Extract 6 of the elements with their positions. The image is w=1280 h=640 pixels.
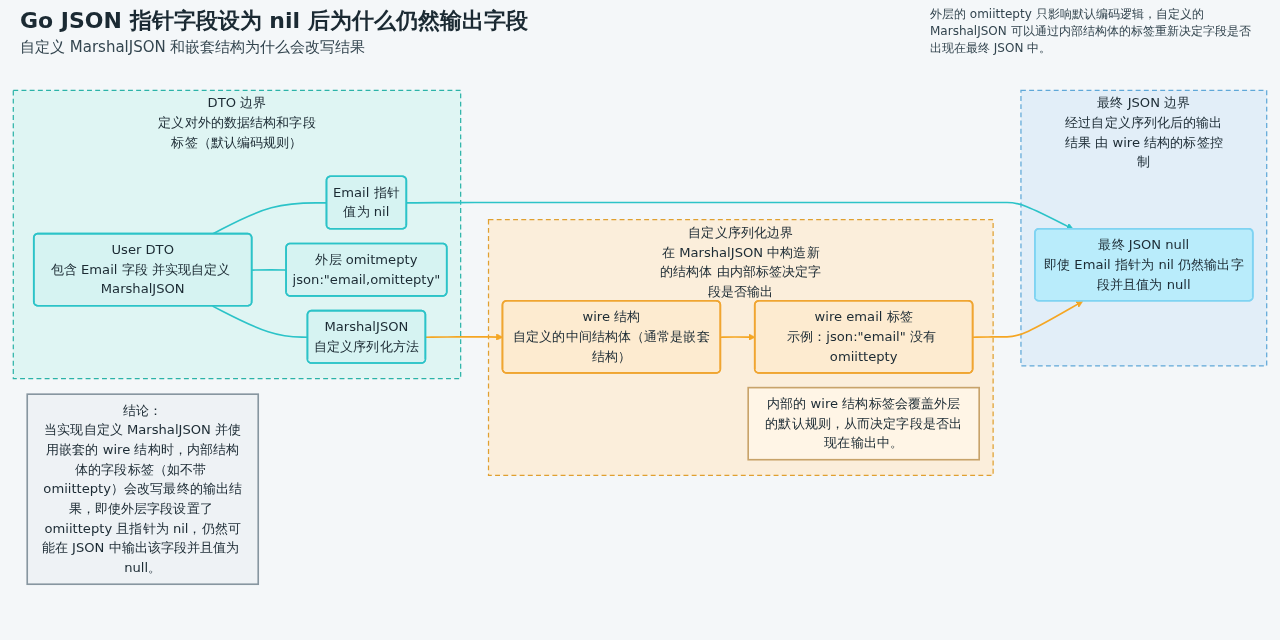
subtitle: 自定义 MarshalJSON 和嵌套结构为什么会改写结果 (20, 38, 367, 57)
title: Go JSON 指针字段设为 nil 后为什么仍然输出字段 (20, 7, 528, 35)
node-box: 内部的 wire 结构标签会覆盖外层的默认规则，从而决定字段是否出现在输出中。 (747, 386, 980, 461)
node-box: 结论： 当实现自定义 MarshalJSON 并使用嵌套的 wire 结构时，内部结构体的字段标签（如不带 omiittepty）会改写最终的输出结果，即使外层字段设置了 omiittepty 且指针为 nil，仍然可能在 JSON 中输出该字段并且值为 null。 (26, 393, 260, 585)
arrow (972, 300, 1084, 338)
note-text: 外层的 omiittepty 只影响默认编码逻辑，自定义的 MarshalJSON 可以通过内部结构体的标签重新决定字段是否出现在最终 JSON 中。 (930, 6, 1252, 57)
